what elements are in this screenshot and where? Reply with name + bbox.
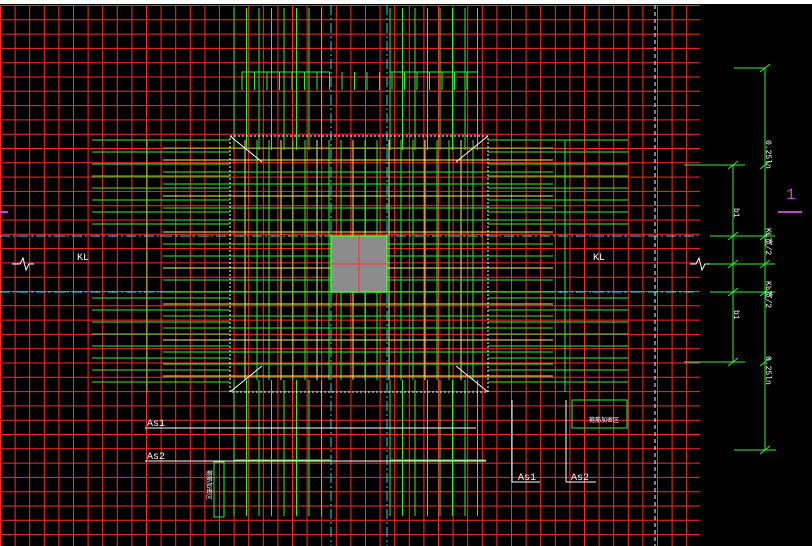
footing-outline	[229, 135, 489, 393]
as1-label-right: As1	[518, 473, 536, 484]
corner-diagonal	[229, 365, 263, 393]
dim-upper-inner: b1	[731, 208, 740, 218]
dim-beam-bottom: KL宽/2	[763, 281, 774, 308]
corner-diagonal	[455, 135, 489, 163]
note-right: 箍筋加密区	[589, 416, 619, 424]
dim-beam-top: KL宽/2	[763, 228, 774, 255]
corner-diagonal	[229, 135, 263, 163]
dim-tick	[727, 259, 739, 269]
dim-lower-inner: b1	[731, 310, 740, 320]
dim-tick	[759, 445, 771, 455]
column-section	[330, 235, 388, 293]
dim-tick	[727, 231, 739, 241]
dim-upper-outer: 0.25ln	[763, 140, 772, 169]
break-symbol-right	[690, 256, 712, 272]
dim-tick	[759, 231, 771, 241]
kl-label-right: KL	[593, 253, 605, 264]
as1-label-left: As1	[147, 419, 165, 430]
break-symbol-left	[12, 256, 34, 272]
dimension-lines	[145, 63, 776, 518]
dim-tick	[759, 160, 771, 170]
dim-tick	[727, 160, 739, 170]
dim-tick	[759, 63, 771, 73]
dim-tick	[727, 287, 739, 297]
dim-tick	[759, 259, 771, 269]
top-white-strip	[0, 0, 812, 4]
annotation-layer: KL KL As1 As2 As1 As2 1 0.25ln b1 KL宽/2 …	[77, 140, 796, 500]
kl-label-left: KL	[77, 253, 89, 264]
rebar-layout	[92, 8, 628, 516]
note-box-bottom	[213, 461, 225, 518]
corner-diagonal	[455, 365, 489, 393]
section-mark-label: 1	[786, 186, 796, 204]
as2-label-right: As2	[571, 473, 589, 484]
note-bottom: 箍筋加密区	[205, 470, 213, 500]
right-margin-panel	[700, 5, 812, 546]
dim-lower-outer: 0.25ln	[763, 356, 772, 385]
dim-tick	[727, 357, 739, 367]
dim-tick	[759, 357, 771, 367]
as2-label-left: As2	[147, 452, 165, 463]
dim-tick	[759, 287, 771, 297]
note-box-right	[571, 399, 628, 429]
